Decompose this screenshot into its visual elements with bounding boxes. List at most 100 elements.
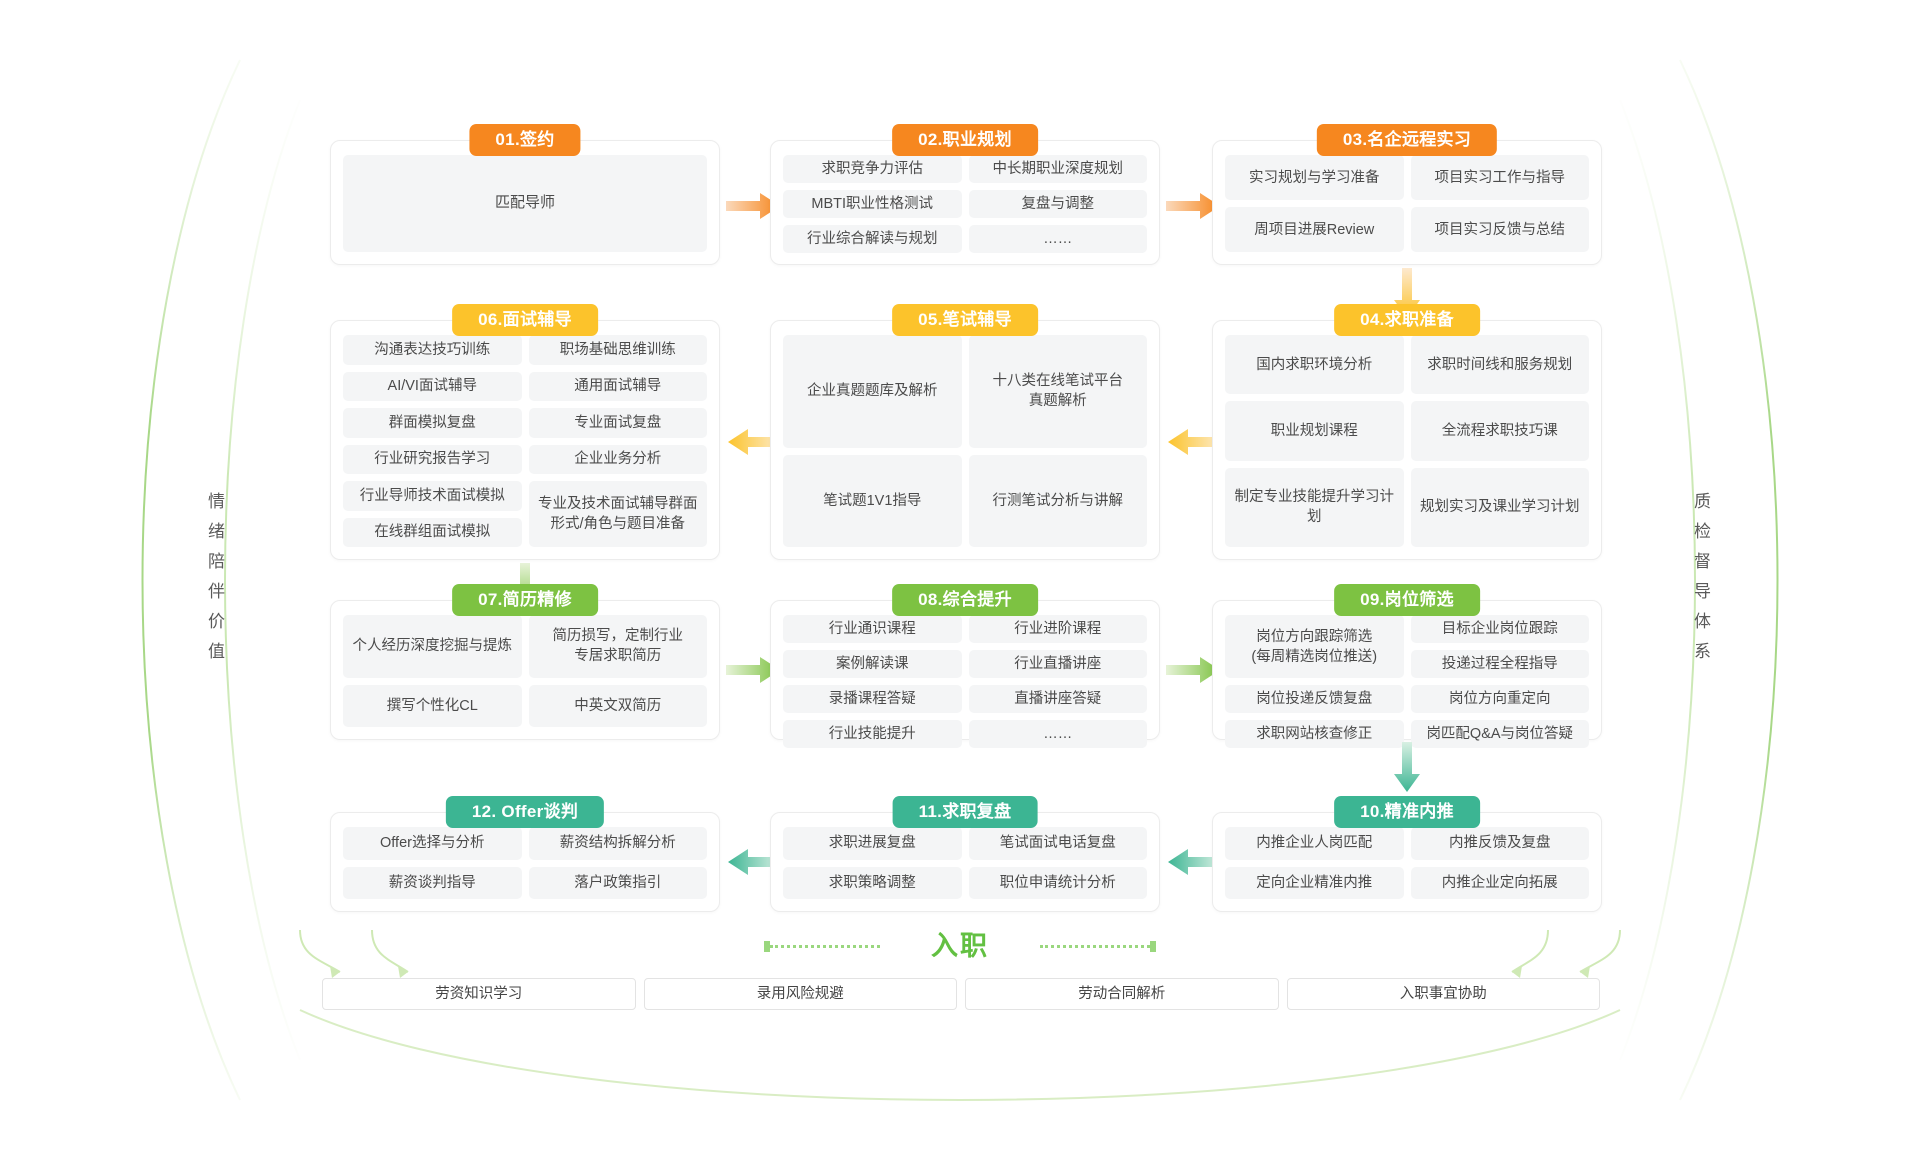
stage-item[interactable]: 岗匹配Q&A与岗位答疑: [1410, 720, 1589, 748]
onboarding-section: 入职 劳资知识学习 录用风险规避 劳动合同解析 入职事宜协助: [0, 920, 1920, 1040]
stage-item[interactable]: 撰写个性化CL: [343, 684, 522, 727]
onboarding-item[interactable]: 劳资知识学习: [322, 978, 636, 1010]
stage-item[interactable]: 薪资谈判指导: [343, 866, 522, 899]
stage-card-04[interactable]: 04.求职准备 国内求职环境分析 求职时间线和服务规划 职业规划课程 全流程求职…: [1212, 304, 1602, 560]
stage-item[interactable]: 项目实习工作与指导: [1410, 155, 1589, 200]
stage-item[interactable]: 复盘与调整: [968, 190, 1147, 218]
stage-item[interactable]: 录播课程答疑: [783, 685, 962, 713]
stage-items-09: 岗位方向跟踪筛选 (每周精选岗位推送) 目标企业岗位跟踪 投递过程全程指导 岗位…: [1225, 615, 1589, 748]
stage-item[interactable]: 简历损写，定制行业 专居求职简历: [528, 615, 707, 678]
stage-item[interactable]: 行业通识课程: [783, 615, 962, 643]
stage-item[interactable]: 实习规划与学习准备: [1225, 155, 1404, 200]
stage-card-02[interactable]: 02.职业规划 求职竞争力评估 中长期职业深度规划 MBTI职业性格测试 复盘与…: [770, 124, 1160, 265]
stage-items-10: 内推企业人岗匹配 内推反馈及复盘 定向企业精准内推 内推企业定向拓展: [1225, 827, 1589, 899]
stage-items-06: 沟通表达技巧训练 职场基础思维训练 AI/VI面试辅导 通用面试辅导 群面模拟复…: [343, 335, 707, 547]
stage-item[interactable]: 制定专业技能提升学习计划: [1225, 467, 1404, 547]
stage-card-01[interactable]: 01.签约 匹配导师: [330, 124, 720, 265]
stage-item[interactable]: 行业导师技术面试模拟: [343, 481, 522, 511]
stage-item[interactable]: ……: [968, 720, 1147, 748]
arrow-05-to-06: [726, 428, 782, 456]
stage-item[interactable]: 行测笔试分析与讲解: [968, 454, 1147, 547]
stage-item[interactable]: 目标企业岗位跟踪: [1410, 615, 1589, 643]
stage-item[interactable]: 定向企业精准内推: [1225, 866, 1404, 899]
stage-item[interactable]: 规划实习及课业学习计划: [1410, 467, 1589, 547]
stage-item[interactable]: 中长期职业深度规划: [968, 155, 1147, 183]
stage-item[interactable]: 行业综合解读与规划: [783, 225, 962, 253]
stage-title-12: 12. Offer谈判: [445, 796, 605, 828]
arrow-02-to-03: [1166, 192, 1222, 220]
stage-item[interactable]: 岗位方向重定向: [1410, 685, 1589, 713]
stage-item[interactable]: 专业面试复盘: [528, 408, 707, 438]
stage-item[interactable]: 内推企业定向拓展: [1410, 866, 1589, 899]
dash-line-right: [1040, 945, 1150, 948]
stage-item[interactable]: 十八类在线笔试平台 真题解析: [968, 335, 1147, 448]
stage-item[interactable]: 项目实习反馈与总结: [1410, 207, 1589, 252]
stage-item[interactable]: 落户政策指引: [528, 866, 707, 899]
stage-title-02: 02.职业规划: [892, 124, 1038, 156]
stage-item[interactable]: 匹配导师: [343, 155, 707, 252]
stage-title-11: 11.求职复盘: [892, 796, 1038, 828]
side-label-right-text: 质检督导体系: [1694, 492, 1712, 661]
stage-title-06: 06.面试辅导: [452, 304, 598, 336]
stage-item[interactable]: Offer选择与分析: [343, 827, 522, 860]
stage-item[interactable]: 薪资结构拆解分析: [528, 827, 707, 860]
stage-item[interactable]: 岗位投递反馈复盘: [1225, 685, 1404, 713]
stage-card-06[interactable]: 06.面试辅导 沟通表达技巧训练 职场基础思维训练 AI/VI面试辅导 通用面试…: [330, 304, 720, 560]
stage-item[interactable]: 国内求职环境分析: [1225, 335, 1404, 395]
stage-card-10[interactable]: 10.精准内推 内推企业人岗匹配 内推反馈及复盘 定向企业精准内推 内推企业定向…: [1212, 796, 1602, 912]
stage-card-05[interactable]: 05.笔试辅导 企业真题题库及解析 十八类在线笔试平台 真题解析 笔试题1V1指…: [770, 304, 1160, 560]
stage-item[interactable]: 笔试面试电话复盘: [968, 827, 1147, 860]
stage-title-09: 09.岗位筛选: [1334, 584, 1480, 616]
stage-item[interactable]: 行业直播讲座: [968, 650, 1147, 678]
onboarding-item[interactable]: 劳动合同解析: [965, 978, 1279, 1010]
stage-item[interactable]: 内推企业人岗匹配: [1225, 827, 1404, 860]
stage-item[interactable]: ……: [968, 225, 1147, 253]
stage-item[interactable]: 岗位方向跟踪筛选 (每周精选岗位推送): [1225, 615, 1404, 678]
stage-item[interactable]: 笔试题1V1指导: [783, 454, 962, 547]
stage-item[interactable]: 职业规划课程: [1225, 401, 1404, 461]
stage-item[interactable]: 企业真题题库及解析: [783, 335, 962, 448]
stage-item[interactable]: MBTI职业性格测试: [783, 190, 962, 218]
side-label-left-text: 情绪陪伴价值: [208, 492, 226, 661]
stage-item[interactable]: 群面模拟复盘: [343, 408, 522, 438]
arrow-04-to-05: [1166, 428, 1222, 456]
stage-item[interactable]: 求职进展复盘: [783, 827, 962, 860]
stage-item[interactable]: 企业业务分析: [528, 444, 707, 474]
onboarding-title: 入职: [931, 931, 989, 961]
stage-card-03[interactable]: 03.名企远程实习 实习规划与学习准备 项目实习工作与指导 周项目进展Revie…: [1212, 124, 1602, 265]
stage-item[interactable]: 沟通表达技巧训练: [343, 335, 522, 365]
onboarding-item[interactable]: 入职事宜协助: [1286, 978, 1600, 1010]
arrow-01-to-02: [726, 192, 782, 220]
stage-item[interactable]: 求职网站核查修正: [1225, 720, 1404, 748]
stage-item[interactable]: 周项目进展Review: [1225, 207, 1404, 252]
stage-item[interactable]: 职位申请统计分析: [968, 866, 1147, 899]
onboarding-item[interactable]: 录用风险规避: [643, 978, 957, 1010]
stage-item[interactable]: 专业及技术面试辅导群面 形式/角色与题目准备: [528, 481, 707, 547]
stage-title-05: 05.笔试辅导: [892, 304, 1038, 336]
stage-item[interactable]: 通用面试辅导: [528, 371, 707, 401]
stage-item[interactable]: 求职时间线和服务规划: [1410, 335, 1589, 395]
stage-item[interactable]: 内推反馈及复盘: [1410, 827, 1589, 860]
stage-item[interactable]: 投递过程全程指导: [1410, 650, 1589, 678]
stage-card-11[interactable]: 11.求职复盘 求职进展复盘 笔试面试电话复盘 求职策略调整 职位申请统计分析: [770, 796, 1160, 912]
stage-item[interactable]: 职场基础思维训练: [528, 335, 707, 365]
stage-item[interactable]: 在线群组面试模拟: [343, 517, 522, 547]
stage-item[interactable]: 求职竞争力评估: [783, 155, 962, 183]
stage-item[interactable]: AI/VI面试辅导: [343, 371, 522, 401]
arrow-10-to-11: [1166, 848, 1222, 876]
stage-card-08[interactable]: 08.综合提升 行业通识课程 行业进阶课程 案例解读课 行业直播讲座 录播课程答…: [770, 584, 1160, 748]
stage-card-12[interactable]: 12. Offer谈判 Offer选择与分析 薪资结构拆解分析 薪资谈判指导 落…: [330, 796, 720, 912]
dash-cap-left: [764, 941, 770, 952]
stage-card-07[interactable]: 07.简历精修 个人经历深度挖掘与提炼 简历损写，定制行业 专居求职简历 撰写个…: [330, 584, 720, 740]
stage-item[interactable]: 全流程求职技巧课: [1410, 401, 1589, 461]
stage-item[interactable]: 个人经历深度挖掘与提炼: [343, 615, 522, 678]
stage-item[interactable]: 行业研究报告学习: [343, 444, 522, 474]
stage-card-09[interactable]: 09.岗位筛选 岗位方向跟踪筛选 (每周精选岗位推送) 目标企业岗位跟踪 投递过…: [1212, 584, 1602, 748]
stage-item[interactable]: 中英文双简历: [528, 684, 707, 727]
stage-item[interactable]: 直播讲座答疑: [968, 685, 1147, 713]
stage-item[interactable]: 行业技能提升: [783, 720, 962, 748]
side-label-right: 质检督导体系: [1686, 487, 1720, 667]
stage-item[interactable]: 案例解读课: [783, 650, 962, 678]
stage-item[interactable]: 行业进阶课程: [968, 615, 1147, 643]
stage-item[interactable]: 求职策略调整: [783, 866, 962, 899]
